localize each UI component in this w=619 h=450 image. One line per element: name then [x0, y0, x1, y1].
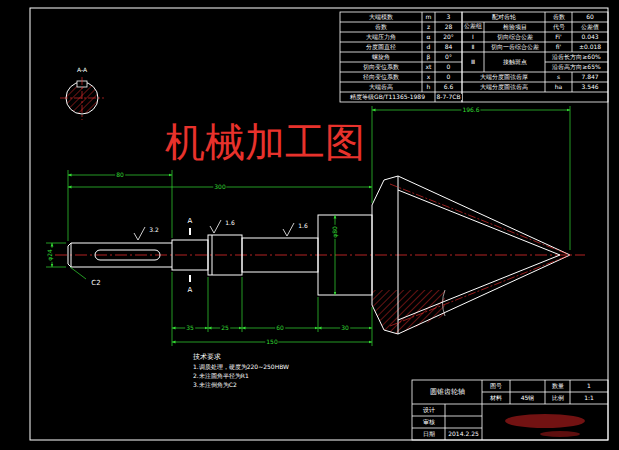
table-cell: d	[426, 44, 432, 50]
table-cell: 设计	[422, 407, 436, 413]
table-cell: 分度圆直径	[365, 44, 397, 50]
table-cell: 公差值	[580, 24, 600, 30]
part-name: 圆锥齿轮轴	[429, 389, 466, 396]
table-cell: 齿数	[552, 14, 566, 20]
dimension-text: φ80	[332, 225, 338, 239]
table-cell: 45钢	[520, 395, 536, 401]
table-cell: fi'	[555, 44, 562, 50]
table-cell: 3.546	[580, 84, 599, 90]
table-cell: 切向一齿综合公差	[490, 44, 540, 50]
table-cell: 0	[446, 64, 452, 70]
chamfer-note: C2	[90, 280, 101, 287]
dimension-text: 60	[275, 325, 285, 331]
dimension-text: 80	[115, 172, 125, 178]
table-cell: 图号	[489, 383, 503, 389]
table-cell: 螺旋角	[371, 54, 391, 60]
roughness-value: 3.2	[148, 227, 160, 233]
table-cell: 沿齿长方向≥60%	[551, 54, 601, 60]
table-cell: 齿数	[374, 24, 388, 30]
note-line: 3.未注倒角为C2	[192, 382, 238, 388]
table-cell: 60	[585, 14, 595, 20]
table-cell: 检验项目	[502, 24, 528, 30]
dimension-text: 35	[185, 325, 195, 331]
table-cell: Ⅰ	[471, 34, 475, 40]
table-cell: Fi'	[554, 34, 562, 40]
table-cell: 7.847	[580, 74, 599, 80]
table-cell: 数量	[551, 383, 565, 389]
table-cell: 大端模数	[368, 14, 394, 20]
note-heading: 技术要求	[192, 354, 222, 361]
section-marker: A	[187, 218, 194, 225]
table-cell: 1	[586, 383, 592, 389]
table-cell: 比例	[551, 395, 565, 401]
note-line: 1.调质处理，硬度为220~250HBW	[192, 364, 290, 370]
watermark: 机械加工图	[164, 122, 366, 162]
table-cell: 大端齿高	[368, 84, 394, 90]
table-cell: m	[425, 14, 433, 20]
table-cell: Ⅲ	[470, 59, 476, 65]
note-line: 2.未注圆角半径为R1	[192, 373, 250, 379]
table-cell: α	[426, 34, 432, 40]
table-cell: 2014.2.25	[447, 431, 480, 437]
table-cell: 1:1	[583, 395, 595, 401]
table-cell: 审核	[422, 419, 436, 425]
table-cell: 3	[446, 14, 452, 20]
table-cell: 公差组	[463, 24, 483, 30]
table-cell: 材料	[489, 395, 503, 401]
table-cell: 大端压力角	[365, 34, 397, 40]
table-cell: 0.043	[580, 34, 599, 40]
table-cell: 大端分度圆弦齿厚	[479, 74, 529, 80]
dimension-text: 196.6	[461, 107, 480, 113]
table-cell: 接触斑点	[502, 59, 528, 65]
table-cell: xt	[425, 64, 433, 70]
table-cell: 配对齿轮	[491, 14, 517, 20]
dimension-text: φ24	[47, 248, 53, 262]
section-label: A-A	[76, 67, 88, 73]
table-cell: 日期	[422, 431, 436, 437]
table-cell: 精度等级GB/T11365-1989	[349, 94, 426, 100]
table-cell: 8-7-7CB	[435, 94, 461, 100]
table-cell: 84	[444, 44, 454, 50]
table-cell: 切向综合公差	[496, 34, 534, 40]
table-cell: x	[426, 74, 432, 80]
dimension-text: 300	[213, 184, 226, 190]
roughness-value: 1.6	[297, 223, 309, 229]
table-cell: h	[426, 84, 432, 90]
table-cell: 切向变位系数	[362, 64, 400, 70]
roughness-value: 1.6	[224, 220, 236, 226]
table-cell: ±0.018	[578, 44, 602, 50]
table-cell: 径向变位系数	[362, 74, 400, 80]
table-cell: 代号	[552, 24, 566, 30]
table-cell: 0	[446, 74, 452, 80]
table-cell: 沿齿高方向≥65%	[551, 64, 601, 70]
table-cell: 大端分度圆弦齿高	[479, 84, 529, 90]
table-cell: s	[556, 74, 561, 80]
table-cell: ha	[554, 84, 563, 90]
table-cell: z	[426, 24, 431, 30]
table-cell: 20°	[442, 34, 455, 40]
table-cell: 0°	[444, 54, 453, 60]
table-cell: β	[426, 54, 432, 60]
table-cell: Ⅱ	[471, 44, 476, 50]
table-cell: 6.6	[443, 84, 455, 90]
dimension-text: 150	[265, 339, 278, 345]
section-marker: A	[187, 287, 194, 294]
dimension-text: 30	[340, 325, 350, 331]
table-cell: 28	[444, 24, 454, 30]
dimension-text: 25	[220, 325, 230, 331]
